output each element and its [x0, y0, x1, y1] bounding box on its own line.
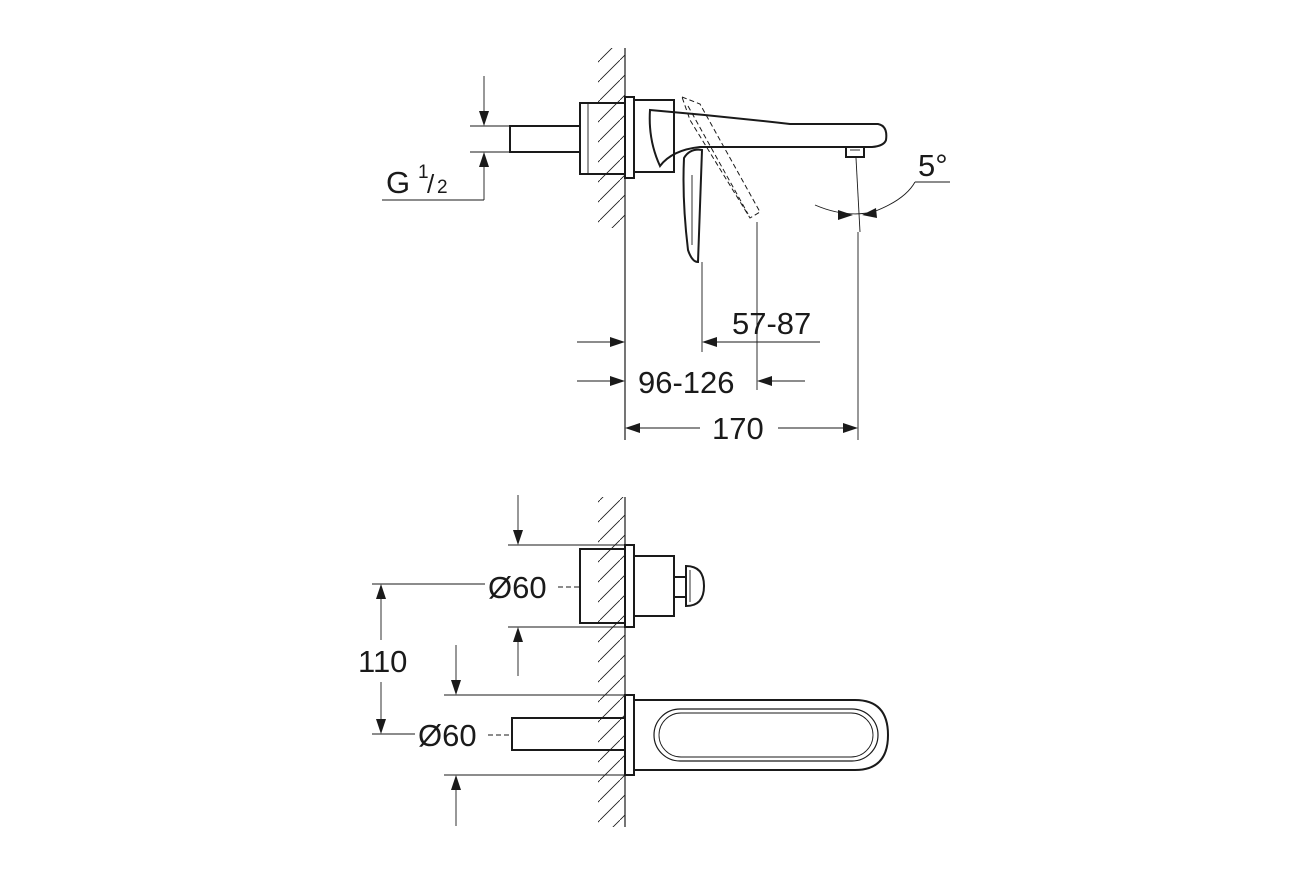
side-view: G 1 / 2 5° 57-87	[382, 48, 950, 446]
lever	[682, 148, 704, 264]
upper-diameter-label: Ø60	[488, 570, 547, 605]
angle-dimension: 5°	[814, 148, 950, 233]
thread-numerator: 1	[418, 162, 429, 183]
wall-bottom	[598, 497, 626, 827]
thread-slash: /	[427, 169, 435, 199]
plan-view: Ø60 110 Ø60	[358, 495, 890, 827]
thread-dimension: G 1 / 2	[382, 76, 510, 201]
angle-label: 5°	[918, 148, 948, 183]
dim-57-87: 57-87	[577, 222, 820, 390]
thread-prefix: G	[386, 165, 410, 200]
spout-plan	[511, 694, 890, 776]
thread-denominator: 2	[437, 177, 448, 198]
dim-96-126-label: 96-126	[638, 365, 735, 400]
lower-diameter-label: Ø60	[418, 718, 477, 753]
rosette-top	[624, 96, 675, 179]
mixer-body	[579, 544, 706, 628]
dim-57-87-label: 57-87	[732, 306, 811, 341]
lower-diameter-dim: Ø60	[418, 645, 625, 826]
center-distance-label: 110	[358, 644, 407, 679]
center-distance-dim: 110	[358, 583, 485, 735]
dim-96-126: 96-126	[577, 365, 805, 400]
dim-170-label: 170	[712, 411, 764, 446]
upper-diameter-dim: Ø60	[488, 495, 625, 676]
dim-170: 170	[625, 232, 859, 446]
lever-swing-outline	[681, 96, 761, 219]
spout	[648, 108, 888, 168]
